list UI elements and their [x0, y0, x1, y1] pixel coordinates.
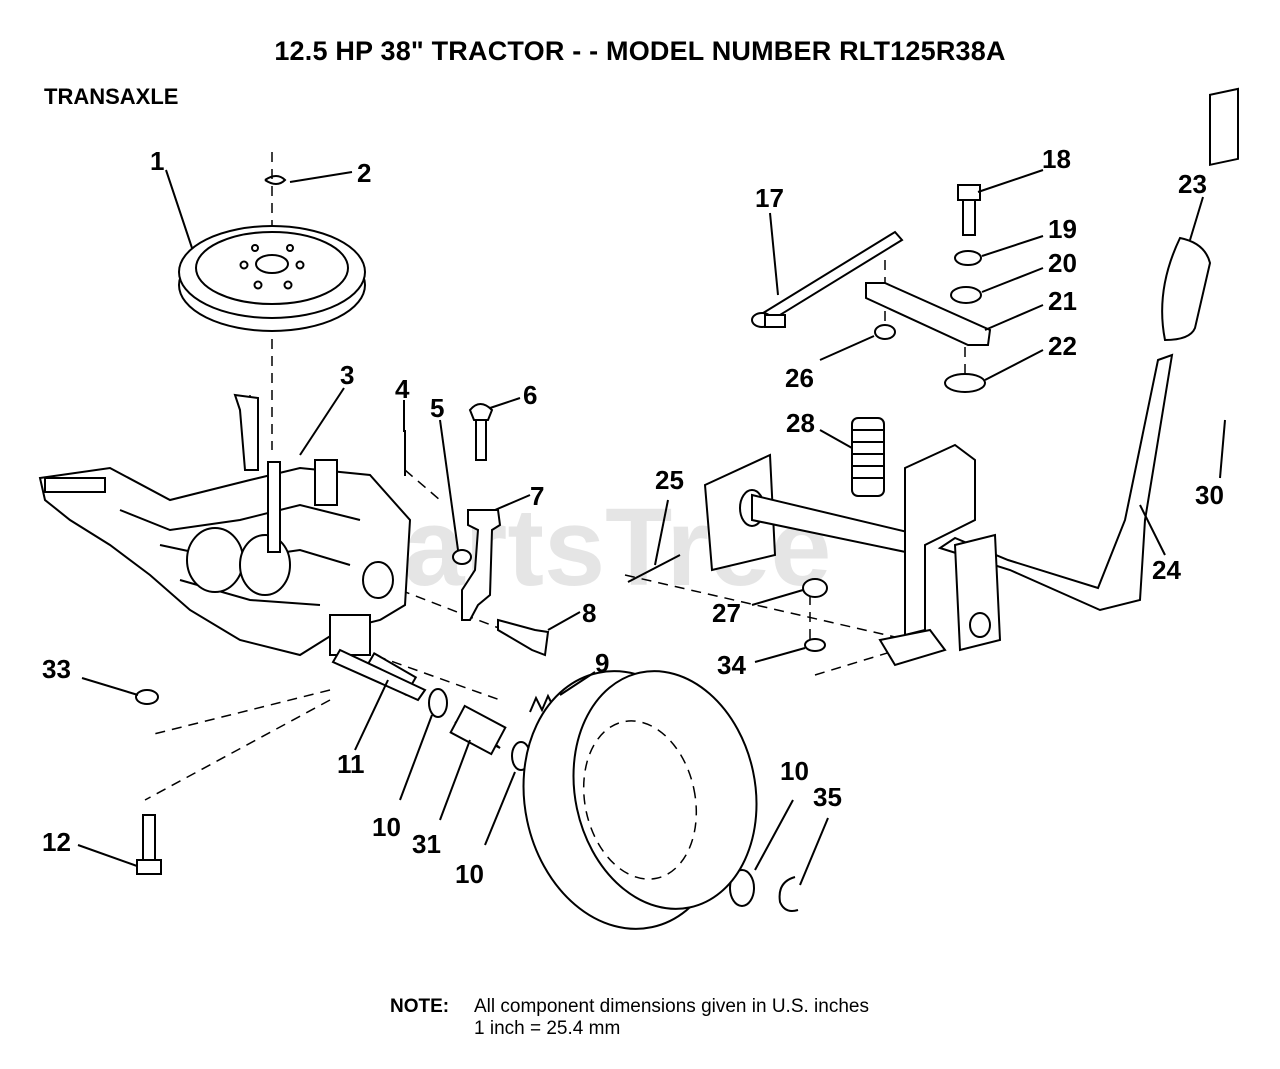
spring — [851, 417, 885, 497]
nut — [802, 578, 828, 598]
callout-26: 26 — [785, 363, 814, 393]
transaxle-housing — [38, 393, 412, 657]
callout-24: 24 — [1152, 555, 1181, 585]
note-line-1: All component dimensions given in U.S. i… — [474, 996, 869, 1017]
washer — [944, 373, 986, 393]
callout-6: 6 — [523, 380, 537, 410]
diagram-title: 12.5 HP 38" TRACTOR - - MODEL NUMBER RLT… — [274, 36, 1006, 66]
callout-34: 34 — [717, 650, 746, 680]
callout-10: 10 — [372, 812, 401, 842]
callout-27: 27 — [712, 598, 741, 628]
note-label: NOTE: — [390, 996, 450, 1017]
decal — [1209, 87, 1239, 167]
lever-bracket — [703, 443, 1002, 667]
callout-2: 2 — [357, 158, 371, 188]
washer — [428, 688, 448, 718]
callout-21: 21 — [1048, 286, 1077, 316]
washer — [729, 869, 755, 907]
callout-23: 23 — [1178, 169, 1207, 199]
callout-5: 5 — [430, 393, 444, 423]
callout-19: 19 — [1048, 214, 1077, 244]
retaining-clip — [264, 175, 287, 185]
callout-35: 35 — [813, 782, 842, 812]
plate — [865, 282, 992, 346]
callout-20: 20 — [1048, 248, 1077, 278]
washer — [950, 286, 982, 304]
washer — [954, 250, 982, 266]
callout-28: 28 — [786, 408, 815, 438]
dimension-note: NOTE: All component dimensions given in U… — [390, 996, 869, 1040]
callout-10: 10 — [455, 859, 484, 889]
leader-lines — [77, 169, 1226, 886]
callout-11: 11 — [337, 749, 365, 779]
shift-bracket — [452, 403, 550, 657]
callout-7: 7 — [530, 481, 544, 511]
callout-4: 4 — [395, 374, 410, 404]
callout-12: 12 — [42, 827, 71, 857]
callout-8: 8 — [582, 598, 596, 628]
callout-25: 25 — [655, 465, 684, 495]
shift-knob — [1161, 236, 1212, 342]
nut — [874, 324, 896, 340]
callout-33: 33 — [42, 654, 71, 684]
tire — [522, 670, 758, 930]
nut — [135, 689, 159, 705]
pin — [627, 554, 681, 583]
callout-30: 30 — [1195, 480, 1224, 510]
shift-rod — [751, 230, 904, 328]
pulley — [178, 225, 366, 332]
lock-washer — [804, 638, 826, 652]
callout-3: 3 — [340, 360, 354, 390]
callout-1: 1 — [150, 146, 164, 176]
retaining-clip — [778, 876, 799, 912]
bolt — [957, 184, 981, 236]
bolt — [136, 814, 162, 875]
callout-10: 10 — [780, 756, 809, 786]
axle-shaft — [331, 648, 427, 702]
callout-9: 9 — [595, 648, 609, 678]
spacer — [449, 704, 507, 756]
callout-18: 18 — [1042, 144, 1071, 174]
callout-17: 17 — [755, 183, 784, 213]
callout-22: 22 — [1048, 331, 1077, 361]
note-line-2: 1 inch = 25.4 mm — [474, 1018, 621, 1039]
callout-labels: 1 2 3 4 5 6 7 8 9 10 10 10 10 11 12 17 1… — [42, 144, 1224, 889]
callout-31: 31 — [412, 829, 441, 859]
section-title: TRANSAXLE — [44, 84, 179, 109]
